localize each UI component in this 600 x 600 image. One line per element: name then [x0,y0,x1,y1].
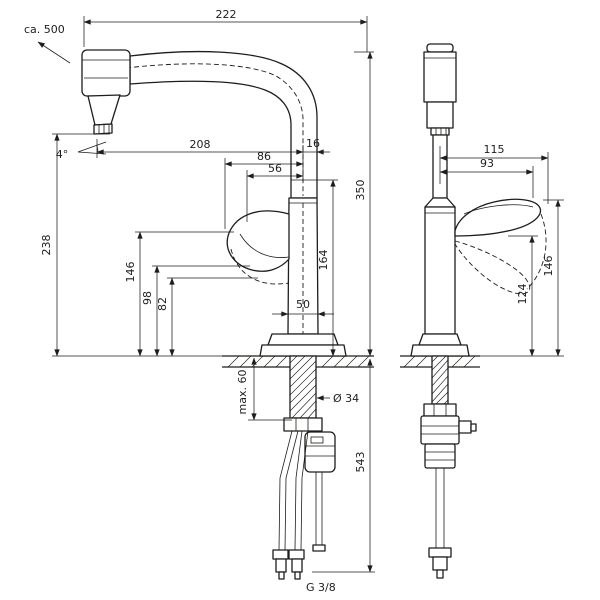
hose-weight [304,431,336,552]
hose-fittings-left [272,549,305,580]
check-valve-unit [420,415,477,469]
dim-4deg-label: 4° [56,148,69,161]
dim-146-right-label: 146 [542,256,555,277]
faucet-body-front [424,206,456,335]
dim-98-label: 98 [141,291,154,305]
spray-body-front [423,51,457,103]
extension-lines [52,16,564,573]
pullout-length-arrow [37,41,71,64]
dim-dia34-label: Ø 34 [333,392,359,405]
dim-16-label: 16 [306,137,320,150]
body-shoulder-front [424,197,456,208]
faucet-body-left [287,197,319,335]
handle-rotated-dashed [454,240,531,295]
supply-hoses-left [278,430,309,551]
dim-238-label: 238 [40,235,53,256]
supply-hose-right [435,468,445,548]
dimension-lines [37,19,561,573]
mounting-nut-left [283,417,323,432]
mounting-shank-left [283,355,323,432]
mounting-nut-right [423,403,457,417]
dim-124-label: 124 [516,284,529,305]
right-view-front-drawing [410,43,547,579]
dim-146-left-label: 146 [124,262,137,283]
handle-motion-dashed [230,248,290,285]
pullout-hose-hidden-line [125,63,304,196]
dim-115-label: 115 [484,143,505,156]
dim-82-label: 82 [156,297,169,311]
dim-543-label: 543 [354,452,367,473]
counter-hatch-right [403,355,476,368]
dim-86-label: 86 [257,150,271,163]
dim-208-label: 208 [190,138,211,151]
dim-164-label: 164 [317,250,330,271]
thread-hatch-left [289,355,317,419]
hose-fitting-right [428,547,452,579]
dim-222-label: 222 [216,8,237,21]
left-view-side-drawing [81,49,347,580]
mounting-shank-right [423,355,457,417]
dim-50-label: 50 [296,298,310,311]
angle-4-mark [77,141,107,155]
dim-max60-label: max. 60 [236,370,249,415]
spray-aerator [93,123,113,135]
spray-lower-front [426,101,454,129]
dim-g38-label: G 3/8 [306,581,336,594]
thread-hatch-right [431,355,449,405]
dim-56-label: 56 [268,162,282,175]
spray-cap-front [426,43,454,53]
handle-motion-arc [526,213,547,290]
dim-ca500-label: ca. 500 [24,23,65,36]
dim-93-label: 93 [480,157,494,170]
dimension-labels: ca. 500 222 208 16 86 56 4° 238 146 98 8… [24,8,555,594]
handspray [81,49,131,135]
escutcheon-right [410,333,470,357]
dim-350-label: 350 [354,180,367,201]
escutcheon-left [259,333,347,357]
spray-nozzle [87,94,121,126]
handle-front-view [454,198,547,295]
handle-left-view [226,210,290,285]
